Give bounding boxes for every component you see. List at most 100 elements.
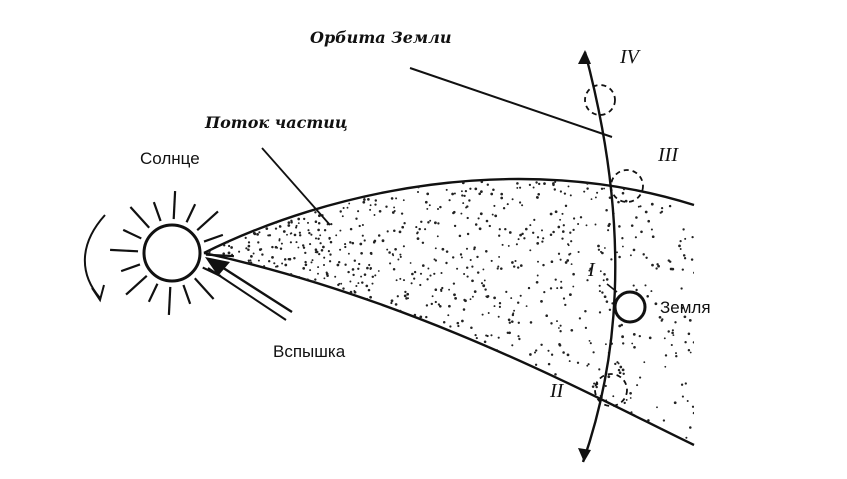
particle-dot	[247, 192, 250, 195]
particle-dot	[533, 431, 536, 434]
particle-dot	[209, 165, 212, 168]
particle-dot	[572, 217, 576, 220]
particle-dot	[334, 408, 338, 411]
particle-dot	[667, 173, 669, 175]
particle-dot	[372, 240, 376, 244]
particle-dot	[669, 267, 673, 271]
particle-dot	[294, 195, 297, 198]
particle-dot	[391, 380, 394, 383]
particle-dot	[280, 158, 283, 161]
particle-dot	[312, 371, 315, 373]
particle-dot	[212, 409, 216, 412]
particle-dot	[470, 384, 472, 387]
particle-dot	[207, 245, 211, 249]
particle-dot	[306, 286, 308, 288]
sun-ray	[196, 210, 219, 232]
particle-dot	[531, 405, 534, 408]
particle-dot	[264, 180, 268, 184]
particle-dot	[683, 155, 686, 158]
particle-dot	[213, 339, 217, 343]
particle-dot	[242, 320, 246, 324]
particle-dot	[242, 313, 245, 316]
particle-dot	[569, 231, 572, 234]
particle-dot	[304, 438, 307, 441]
particle-dot	[318, 439, 321, 443]
particle-dot	[330, 222, 333, 226]
orbit-arrowhead-top	[578, 50, 591, 64]
particle-dot	[664, 365, 667, 368]
particle-dot	[413, 277, 416, 280]
particle-dot	[393, 342, 397, 346]
particle-dot	[478, 192, 482, 196]
particle-dot	[648, 336, 652, 340]
particle-dot	[485, 250, 488, 253]
particle-dot	[458, 234, 462, 238]
particle-dot	[205, 164, 207, 166]
particle-dot	[572, 285, 575, 288]
particle-dot	[249, 379, 252, 382]
particle-dot	[395, 362, 398, 366]
particle-dot	[617, 154, 619, 156]
particle-dot	[344, 263, 347, 266]
particle-dot	[424, 328, 427, 331]
particle-dot	[394, 247, 397, 251]
particle-dot	[508, 166, 510, 168]
particle-dot	[274, 410, 277, 413]
particle-dot	[206, 436, 209, 439]
particle-dot	[668, 204, 672, 208]
particle-dot	[286, 294, 290, 298]
particle-dot	[519, 264, 523, 267]
particle-dot	[675, 355, 678, 358]
particle-dot	[646, 295, 649, 298]
particle-dot	[207, 379, 211, 382]
particle-dot	[254, 267, 257, 270]
particle-dot	[378, 444, 381, 445]
particle-dot	[247, 261, 251, 264]
particle-dot	[325, 271, 328, 274]
particle-dot	[212, 358, 215, 361]
particle-dot	[295, 241, 298, 244]
particle-dot	[211, 320, 215, 324]
particle-dot	[235, 267, 239, 271]
particle-dot	[686, 400, 689, 402]
particle-dot	[579, 216, 583, 219]
particle-dot	[289, 191, 293, 194]
particle-dot	[644, 210, 648, 214]
particle-dot	[258, 319, 261, 322]
particle-dot	[213, 352, 217, 356]
particle-dot	[343, 153, 345, 155]
particle-dot	[691, 405, 694, 408]
particle-dot	[319, 234, 322, 237]
particle-dot	[254, 363, 257, 366]
particle-dot	[207, 352, 210, 355]
particle-dot	[599, 163, 601, 165]
particle-dot	[516, 182, 519, 185]
particle-dot	[251, 327, 254, 330]
particle-dot	[624, 199, 628, 203]
particle-dot	[217, 171, 219, 173]
particle-dot	[358, 262, 361, 266]
particle-dot	[535, 280, 539, 284]
particle-dot	[232, 263, 236, 267]
particle-dot	[451, 157, 453, 159]
particle-dot	[282, 439, 285, 442]
particle-dot	[240, 352, 243, 355]
particle-dot	[532, 419, 536, 423]
particle-dot	[447, 314, 450, 317]
particle-dot	[480, 168, 482, 170]
particle-dot	[366, 397, 369, 400]
particle-dot	[630, 224, 634, 227]
particle-dot	[228, 185, 232, 188]
particle-dot	[521, 232, 524, 236]
particle-dot	[455, 352, 458, 356]
particle-dot	[331, 336, 334, 340]
particle-dot	[249, 261, 253, 264]
particle-dot	[227, 321, 231, 325]
particle-dot	[298, 368, 301, 371]
particle-dot	[660, 206, 664, 210]
particle-dot	[394, 166, 397, 169]
particle-dot	[263, 181, 266, 184]
particle-dot	[213, 397, 216, 401]
particle-dot	[248, 305, 251, 308]
particle-dot	[603, 273, 606, 276]
